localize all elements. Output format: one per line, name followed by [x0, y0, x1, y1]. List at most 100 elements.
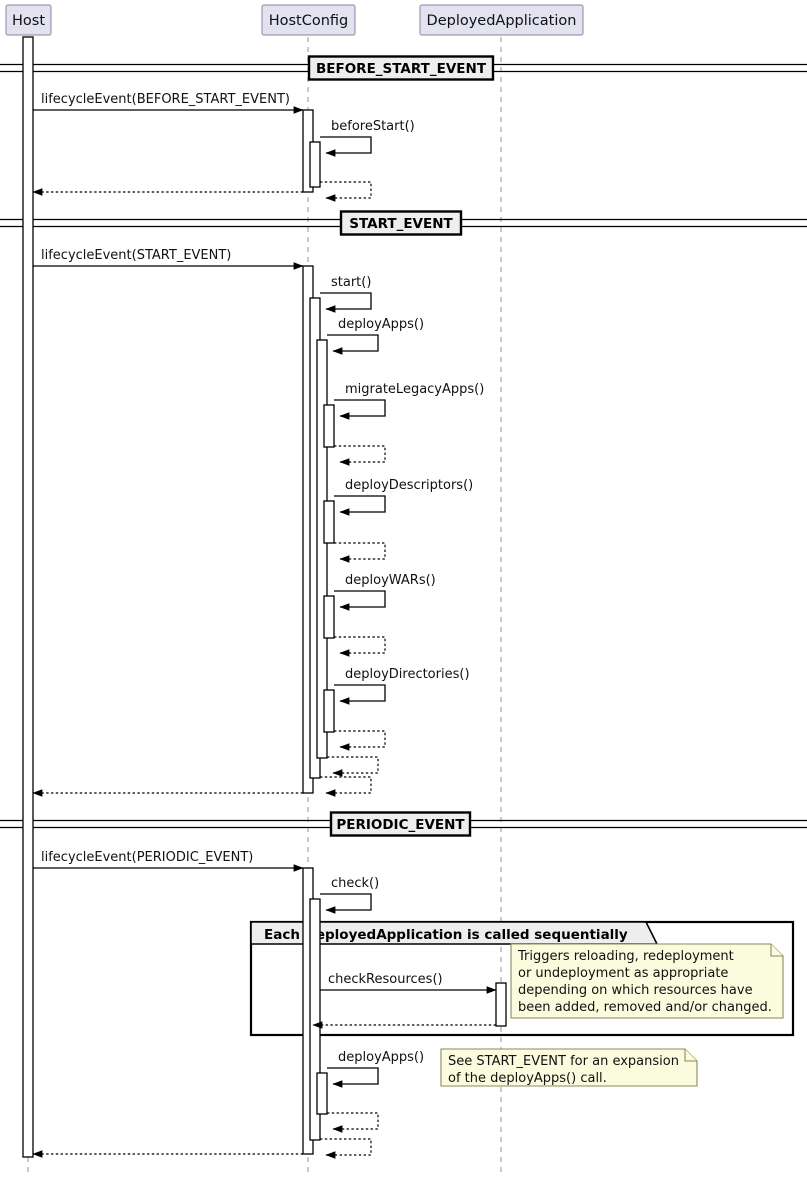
- msg-deploy-descriptors-return[interactable]: [334, 542, 386, 563]
- divider-start-label: START_EVENT: [349, 216, 453, 232]
- divider-start-box: [339, 210, 463, 236]
- msg-start-return-loop: [320, 776, 372, 797]
- activation-host-root: [22, 36, 34, 1158]
- msg-check[interactable]: check(): [320, 876, 379, 914]
- participant-deployedapplication[interactable]: DeployedApplication: [419, 4, 584, 36]
- groups-layer: Each DeployedApplication is called seque…: [249, 920, 795, 1037]
- msg-lifecycle-periodic-label: lifecycleEvent(PERIODIC_EVENT): [41, 850, 253, 865]
- participant-box-deployedapplication[interactable]: [419, 4, 584, 36]
- msg-migrate-legacy-apps-label: migrateLegacyApps(): [345, 382, 484, 397]
- msg-lifecycle-before-start[interactable]: lifecycleEvent(BEFORE_START_EVENT): [33, 92, 304, 114]
- msg-check-loop: [320, 893, 372, 914]
- msg-deploy-descriptors-loop: [334, 495, 386, 516]
- participant-box-hostconfig[interactable]: [261, 4, 356, 36]
- msg-deploy-apps-start-loop: [327, 334, 379, 355]
- msg-start-return[interactable]: [320, 776, 372, 797]
- divider-before-start-label: BEFORE_START_EVENT: [316, 61, 487, 77]
- participant-box-host[interactable]: [5, 4, 52, 36]
- activation-hostconfig-deployapps: [316, 339, 328, 759]
- note-deploy-apps-fold: [684, 1049, 697, 1062]
- participants-layer: Host HostConfig DeployedApplication: [5, 4, 584, 36]
- group-each-deployed-application-label: Each DeployedApplication is called seque…: [264, 927, 628, 943]
- msg-lifecycle-periodic[interactable]: lifecycleEvent(PERIODIC_EVENT): [33, 850, 304, 872]
- participant-label-host: Host: [12, 13, 45, 29]
- group-each-deployed-application: Each DeployedApplication is called seque…: [249, 920, 795, 1037]
- participant-host[interactable]: Host: [5, 4, 52, 36]
- msg-deploy-directories-return[interactable]: [334, 730, 386, 751]
- msg-check-label: check(): [331, 876, 379, 891]
- activation-hostconfig-beforestart: [309, 141, 321, 188]
- participant-label-deployedapplication: DeployedApplication: [427, 13, 577, 29]
- msg-check-resources-label: checkResources(): [328, 972, 443, 987]
- msg-before-start-label: beforeStart(): [331, 119, 415, 134]
- msg-deploy-directories-loop: [334, 684, 386, 705]
- msg-deploy-apps-start[interactable]: deployApps(): [327, 317, 424, 355]
- msg-migrate-legacy-apps-loop: [334, 399, 386, 420]
- dividers-layer: BEFORE_START_EVENT START_EVENT PERIODIC_EV…: [0, 55, 807, 837]
- msg-deploy-wars-loop: [334, 590, 386, 611]
- divider-periodic-box: [329, 811, 472, 837]
- msg-lifecycle-start-label: lifecycleEvent(START_EVENT): [41, 248, 231, 263]
- notes-layer: Triggers reloading, redeployment or undep…: [440, 943, 784, 1087]
- note-check-resources-fold: [770, 944, 783, 957]
- msg-deploy-directories-label: deployDirectories(): [345, 667, 470, 682]
- msg-deploy-wars[interactable]: deployWARs(): [334, 573, 436, 611]
- msg-before-start-return-loop: [320, 181, 372, 202]
- msg-before-start-loop: [320, 136, 372, 157]
- msg-deploy-apps-periodic-label: deployApps(): [338, 1050, 424, 1065]
- divider-periodic-label: PERIODIC_EVENT: [336, 817, 465, 833]
- msg-deploy-apps-periodic-return[interactable]: [327, 1112, 379, 1133]
- activation-hostconfig-wars: [323, 595, 335, 639]
- msg-start-loop: [320, 292, 372, 313]
- activation-hostconfig-descriptors: [323, 500, 335, 544]
- divider-periodic: PERIODIC_EVENT: [0, 811, 807, 837]
- msg-deploy-apps-periodic[interactable]: deployApps(): [327, 1050, 424, 1088]
- note-check-resources: Triggers reloading, redeployment or undep…: [510, 943, 784, 1019]
- msg-check-resources[interactable]: checkResources(): [320, 972, 497, 994]
- note-deploy-apps-line-0: See START_EVENT for an expansion: [448, 1054, 679, 1069]
- divider-start: START_EVENT: [0, 210, 807, 236]
- msg-migrate-legacy-apps-return-loop: [334, 445, 386, 466]
- activation-hostconfig-check: [309, 898, 321, 1141]
- activation-hostconfig-deployapps-periodic: [316, 1072, 328, 1115]
- msg-before-start-return[interactable]: [320, 181, 372, 202]
- msg-check-return-loop: [320, 1138, 372, 1159]
- note-check-resources-body: [510, 943, 784, 1019]
- note-check-resources-line-3: been added, removed and/or changed.: [518, 1000, 772, 1015]
- activation-hostconfig-directories: [323, 689, 335, 733]
- note-check-resources-line-0: Triggers reloading, redeployment: [517, 949, 734, 964]
- activation-hostconfig-migrate: [323, 404, 335, 448]
- msg-check-return[interactable]: [320, 1138, 372, 1159]
- msg-deploy-descriptors-label: deployDescriptors(): [345, 478, 473, 493]
- msg-start[interactable]: start(): [320, 275, 372, 313]
- msg-deploy-apps-start-return[interactable]: [327, 756, 379, 777]
- msg-deploy-apps-start-label: deployApps(): [338, 317, 424, 332]
- msg-migrate-legacy-apps-return[interactable]: [334, 445, 386, 466]
- messages-layer: lifecycleEvent(BEFORE_START_EVENT)before…: [32, 92, 497, 1159]
- msg-deploy-directories-return-loop: [334, 730, 386, 751]
- msg-lifecycle-before-start-label: lifecycleEvent(BEFORE_START_EVENT): [41, 92, 290, 107]
- msg-deploy-directories[interactable]: deployDirectories(): [334, 667, 470, 705]
- msg-deploy-apps-start-return-loop: [327, 756, 379, 777]
- note-deploy-apps-body: [440, 1048, 698, 1087]
- msg-deploy-apps-periodic-loop: [327, 1067, 379, 1088]
- msg-deploy-wars-return-loop: [334, 636, 386, 657]
- msg-lifecycle-start[interactable]: lifecycleEvent(START_EVENT): [33, 248, 304, 270]
- msg-deploy-wars-label: deployWARs(): [345, 573, 436, 588]
- msg-deploy-apps-periodic-return-loop: [327, 1112, 379, 1133]
- lifelines-layer: [27, 37, 502, 1172]
- participant-label-hostconfig: HostConfig: [269, 13, 349, 29]
- msg-migrate-legacy-apps[interactable]: migrateLegacyApps(): [334, 382, 484, 420]
- msg-before-start[interactable]: beforeStart(): [320, 119, 415, 157]
- participant-hostconfig[interactable]: HostConfig: [261, 4, 356, 36]
- msg-start-label: start(): [331, 275, 371, 290]
- msg-deploy-descriptors[interactable]: deployDescriptors(): [334, 478, 473, 516]
- divider-before-start-box: [307, 55, 495, 81]
- note-check-resources-line-1: or undeployment as appropriate: [518, 966, 728, 981]
- activations-layer: [22, 36, 507, 1158]
- msg-deploy-wars-return[interactable]: [334, 636, 386, 657]
- divider-before-start: BEFORE_START_EVENT: [0, 55, 807, 81]
